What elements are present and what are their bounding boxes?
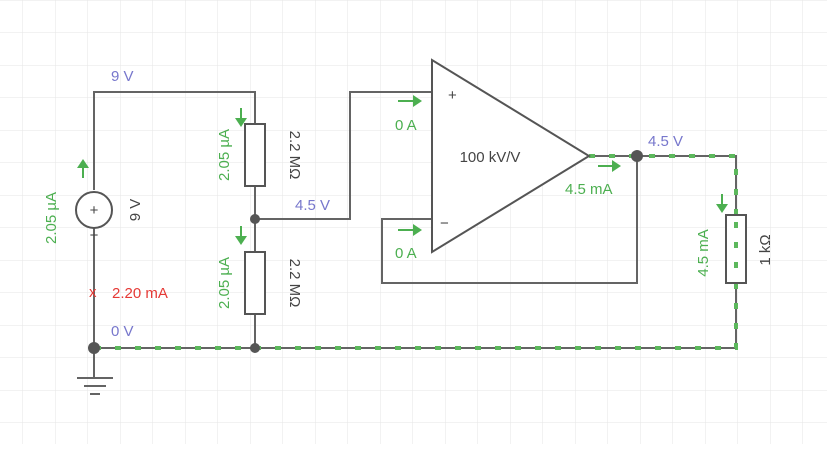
source-current-label: 2.05 µA	[43, 192, 60, 244]
load-value: 1 kΩ	[757, 234, 774, 265]
output-current-arrow-icon	[598, 160, 621, 172]
ground-symbol[interactable]	[77, 377, 113, 395]
resistor-bottom-current-arrow-icon	[235, 226, 247, 245]
node-divider-mid[interactable]	[250, 214, 260, 224]
node-ground-mid[interactable]	[250, 343, 260, 353]
source-value-label: 9 V	[127, 199, 144, 222]
wire-source-top[interactable]	[93, 91, 256, 190]
load-current: 4.5 mA	[695, 229, 712, 277]
load-current-arrow-icon	[716, 194, 728, 213]
node-ground-left[interactable]	[88, 342, 100, 354]
resistor-bottom-current: 2.05 µA	[216, 257, 233, 309]
node-voltage-divider: 4.5 V	[295, 197, 330, 214]
resistor-top-current: 2.05 µA	[216, 129, 233, 181]
warning-x-icon: x	[89, 284, 97, 301]
op-amp[interactable]: + − 100 kV/V	[431, 58, 591, 254]
current-flow	[94, 154, 738, 350]
node-voltage-ground: 0 V	[111, 323, 134, 340]
resistor-top-value: 2.2 MΩ	[286, 131, 303, 180]
resistor-bottom[interactable]: 2.2 MΩ 2.05 µA	[216, 226, 303, 315]
op-amp-gain: 100 kV/V	[460, 149, 521, 166]
voltage-source[interactable]: + − 9 V 2.05 µA	[43, 159, 144, 244]
minus-input-current: 0 A	[395, 245, 417, 262]
minus-input-arrow-icon	[398, 224, 422, 236]
node-voltage-output: 4.5 V	[648, 133, 683, 150]
plus-input-arrow-icon	[398, 95, 422, 107]
wire-to-plus-input[interactable]	[255, 91, 432, 220]
wire-feedback[interactable]	[381, 156, 638, 284]
plus-input-current: 0 A	[395, 117, 417, 134]
output-current: 4.5 mA	[565, 181, 613, 198]
ground-wire-current: 2.20 mA	[112, 285, 168, 302]
flow-ground	[94, 283, 738, 350]
op-amp-minus-sign: −	[440, 215, 449, 232]
resistor-bottom-value: 2.2 MΩ	[286, 259, 303, 308]
node-voltage-top-left: 9 V	[111, 68, 134, 85]
source-current-arrow-icon	[77, 159, 89, 178]
resistor-top-current-arrow-icon	[235, 108, 247, 127]
load-resistor[interactable]: 1 kΩ 4.5 mA	[695, 194, 774, 284]
source-minus-sign: −	[90, 227, 99, 244]
node-output[interactable]	[631, 150, 643, 162]
op-amp-plus-sign: +	[448, 87, 457, 104]
resistor-top[interactable]: 2.2 MΩ 2.05 µA	[216, 108, 303, 187]
source-plus-sign: +	[90, 202, 99, 219]
